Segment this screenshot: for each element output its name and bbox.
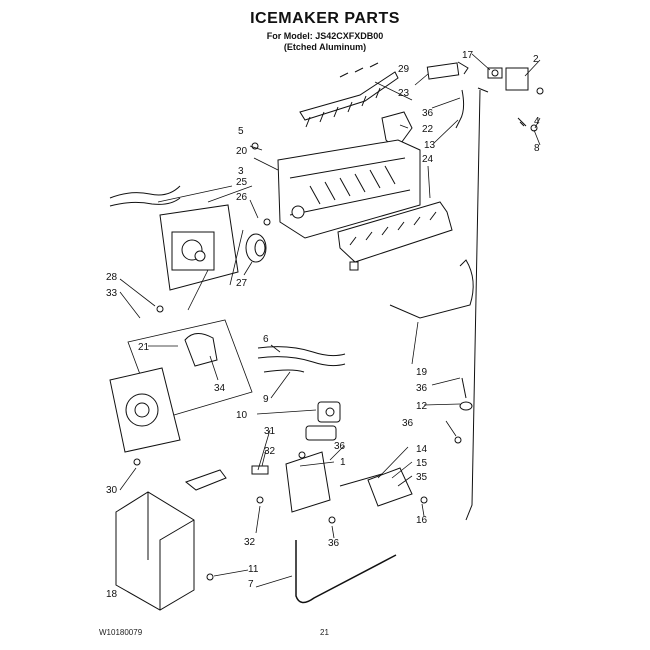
callout-19: 19 (416, 367, 428, 378)
finish-line: (Etched Aluminum) (283, 42, 367, 52)
ejector-blade-assembly (299, 62, 399, 128)
callout-3: 3 (238, 166, 244, 177)
callout-36a: 36 (422, 108, 434, 119)
callout-25: 25 (236, 177, 248, 188)
callout-7: 7 (248, 579, 254, 590)
callout-28: 28 (106, 272, 118, 283)
callout-33: 33 (106, 288, 118, 299)
callout-29: 29 (398, 64, 410, 75)
wiring-bracket (426, 61, 469, 80)
callout-12: 12 (416, 401, 428, 412)
icemaker-mold (277, 139, 421, 239)
support-housing-part (109, 367, 181, 453)
page-title: ICEMAKER PARTS (250, 10, 400, 27)
callout-36e: 36 (328, 538, 340, 549)
callout-4: 4 (534, 116, 540, 127)
mold-heater-lead (455, 87, 527, 129)
screw-icons-lower (256, 436, 462, 524)
callout-36d: 36 (334, 441, 346, 452)
callout-16: 16 (416, 515, 428, 526)
callout-21: 21 (138, 342, 150, 353)
callout-26: 26 (236, 192, 248, 203)
callout-11: 11 (248, 564, 259, 575)
callout-2: 2 (533, 54, 539, 65)
callout-leader-lines (119, 53, 541, 588)
fill-cup-bracket (337, 201, 453, 271)
callout-1: 1 (340, 457, 346, 468)
callout-14: 14 (416, 444, 428, 455)
callout-36b: 36 (416, 383, 428, 394)
callout-18: 18 (106, 589, 118, 600)
callout-9: 9 (263, 394, 269, 405)
cover-part (115, 491, 195, 611)
callout-15: 15 (416, 458, 428, 469)
wire-harness (109, 185, 181, 207)
screw-icon-11 (206, 573, 214, 581)
motor-module-part (184, 333, 218, 367)
callout-22: 22 (422, 124, 434, 135)
callout-10: 10 (236, 410, 248, 421)
motor-shaft-part (487, 67, 529, 91)
callout-6: 6 (263, 334, 269, 345)
screw-icons-left (133, 305, 164, 466)
callout-24: 24 (422, 154, 434, 165)
callout-13: 13 (424, 140, 436, 151)
callout-20: 20 (236, 146, 248, 157)
switch-bracket-parts (184, 451, 413, 513)
ice-level-wire (295, 540, 397, 604)
callout-36c: 36 (402, 418, 414, 429)
page-number: 21 (320, 628, 329, 637)
callout-31: 31 (264, 426, 276, 437)
bracket-12-part (459, 377, 473, 411)
model-line: For Model: JS42CXFXDB00 (266, 31, 384, 41)
callout-8: 8 (534, 143, 540, 154)
fill-tube-part (257, 346, 346, 373)
cam-gear-part (245, 233, 267, 263)
shutoff-wire-rod (339, 89, 481, 521)
callout-27: 27 (236, 278, 248, 289)
stripper-part (381, 111, 413, 151)
callout-5: 5 (238, 126, 244, 137)
callout-34: 34 (214, 383, 226, 394)
water-valve-part (305, 401, 341, 441)
callout-32a: 32 (264, 446, 276, 457)
callout-32b: 32 (244, 537, 256, 548)
callout-labels: 1 2 3 4 5 6 7 8 9 10 11 12 13 14 15 16 1… (106, 50, 540, 600)
callout-23: 23 (398, 88, 410, 99)
shutoff-arm-part (389, 259, 474, 319)
control-housing-cover (159, 204, 239, 291)
callout-17: 17 (462, 50, 474, 61)
callout-35: 35 (416, 472, 428, 483)
callout-30: 30 (106, 485, 118, 496)
document-code: W10180079 (99, 628, 143, 637)
